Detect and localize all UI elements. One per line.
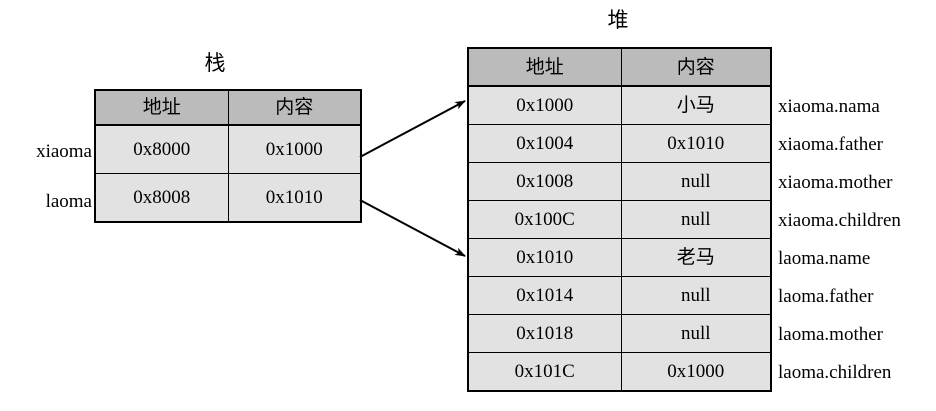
heap-cell-address: 0x101C <box>467 352 622 392</box>
table-row: 0x1018 null <box>467 314 772 353</box>
arrow-xiaoma-to-0x1000 <box>359 100 466 158</box>
heap-cell-address: 0x1004 <box>467 124 622 163</box>
heap-row-label-xiaoma-children: xiaoma.children <box>778 210 901 231</box>
heap-cell-address: 0x1000 <box>467 85 622 125</box>
stack-cell-address: 0x8008 <box>94 173 229 223</box>
heap-cell-address: 0x1010 <box>467 238 622 277</box>
heap-table-header-row: 地址 内容 <box>467 47 772 87</box>
stack-cell-content: 0x1010 <box>227 173 362 223</box>
heap-cell-content: null <box>620 314 772 353</box>
heap-table-title: 堆 <box>607 8 629 32</box>
heap-cell-content: null <box>620 276 772 315</box>
heap-cell-address: 0x1018 <box>467 314 622 353</box>
stack-cell-address: 0x8000 <box>94 124 229 174</box>
heap-cell-content: 0x1000 <box>620 352 772 392</box>
heap-cell-address: 0x100C <box>467 200 622 239</box>
heap-cell-address: 0x1014 <box>467 276 622 315</box>
stack-row-label-xiaoma: xiaoma <box>36 141 92 162</box>
heap-header-content: 内容 <box>620 47 772 87</box>
table-row: 0x1004 0x1010 <box>467 124 772 163</box>
heap-cell-content: 老马 <box>620 238 772 277</box>
stack-header-content: 内容 <box>227 89 362 126</box>
table-row: 0x8000 0x1000 <box>94 124 362 174</box>
stack-cell-content: 0x1000 <box>227 124 362 174</box>
table-row: 0x1000 小马 <box>467 85 772 125</box>
heap-row-label-laoma-children: laoma.children <box>778 362 892 383</box>
heap-row-label-xiaoma-nama: xiaoma.nama <box>778 96 880 117</box>
table-row: 0x101C 0x1000 <box>467 352 772 392</box>
stack-row-label-laoma: laoma <box>45 191 92 212</box>
heap-cell-content: null <box>620 162 772 201</box>
heap-row-label-xiaoma-mother: xiaoma.mother <box>778 172 893 193</box>
table-row: 0x100C null <box>467 200 772 239</box>
heap-cell-content: null <box>620 200 772 239</box>
stack-table-header-row: 地址 内容 <box>94 89 362 126</box>
table-row: 0x1010 老马 <box>467 238 772 277</box>
stack-table: 地址 内容 0x8000 0x1000 0x8008 0x1010 <box>94 89 362 223</box>
table-row: 0x1014 null <box>467 276 772 315</box>
stack-table-title: 栈 <box>204 51 226 75</box>
arrow-laoma-to-0x1010 <box>359 199 466 257</box>
table-row: 0x8008 0x1010 <box>94 173 362 223</box>
heap-row-label-xiaoma-father: xiaoma.father <box>778 134 883 155</box>
stack-header-address: 地址 <box>94 89 229 126</box>
heap-row-label-laoma-father: laoma.father <box>778 286 874 307</box>
heap-header-address: 地址 <box>467 47 622 87</box>
heap-cell-content: 小马 <box>620 85 772 125</box>
heap-cell-content: 0x1010 <box>620 124 772 163</box>
heap-row-label-laoma-mother: laoma.mother <box>778 324 883 345</box>
heap-row-label-laoma-name: laoma.name <box>778 248 871 269</box>
heap-table: 地址 内容 0x1000 小马 0x1004 0x1010 0x1008 nul… <box>467 47 772 392</box>
heap-cell-address: 0x1008 <box>467 162 622 201</box>
table-row: 0x1008 null <box>467 162 772 201</box>
